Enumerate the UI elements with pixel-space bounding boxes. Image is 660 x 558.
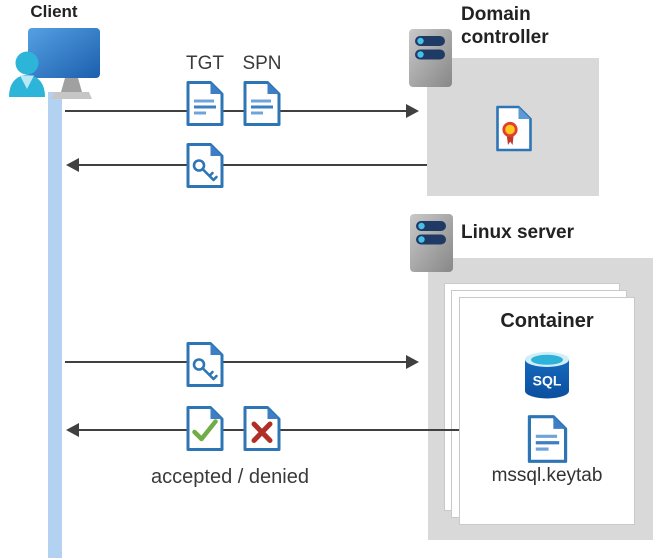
spn-label: SPN [242,53,282,74]
key-document-icon [186,143,224,188]
arrow-client-to-dc [65,110,408,112]
arrowhead-left-icon [66,158,79,172]
cross-document-icon [243,406,281,451]
arrow-client-to-linux [65,361,408,363]
tgt-label: TGT [186,53,224,74]
container-label: Container [500,310,594,332]
client-lifeline [48,92,62,558]
container-card [459,297,635,525]
cross-glyph [251,421,273,443]
accepted-denied-label: accepted / denied [151,466,309,488]
client-label: Client [30,2,78,21]
keytab-document-icon [527,415,568,463]
arrowhead-left-icon [66,423,79,437]
sql-database-icon: SQL [525,352,569,399]
sql-badge-text: SQL [533,373,562,389]
person-icon [9,51,45,97]
certificate-seal [502,121,518,138]
arrowhead-right-icon [406,104,419,118]
user-monitor-icon [9,28,100,99]
arrow-dc-to-client [79,164,427,166]
check-document-icon [186,406,224,451]
domain-controller-label: Domain controller [461,4,549,48]
keytab-label: mssql.keytab [491,465,603,486]
server-icon [410,214,453,272]
key-glyph [192,358,218,381]
arrowhead-right-icon [406,355,419,369]
linux-server-label: Linux server [461,222,574,243]
spn-document-icon [243,81,281,126]
tgt-document-icon [186,81,224,126]
check-glyph [192,419,218,442]
monitor-icon [28,28,100,99]
key-glyph [192,159,218,182]
certificate-document-icon [496,105,532,152]
server-icon [409,29,452,87]
key-document-icon [186,342,224,387]
